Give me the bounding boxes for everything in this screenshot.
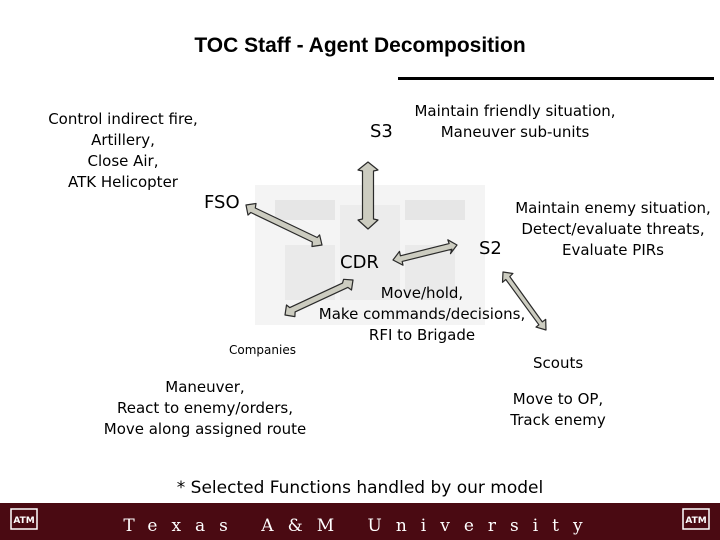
scouts-functions: Move to OP, Track enemy bbox=[510, 390, 606, 429]
s3-functions: Maintain friendly situation, Maneuver su… bbox=[414, 102, 616, 141]
arrow-cdr-s2 bbox=[392, 239, 458, 266]
arrow-cdr-fso bbox=[245, 202, 323, 248]
arrow-cdr-companies bbox=[284, 278, 354, 318]
fso-functions: Control indirect fire, Artillery, Close … bbox=[48, 110, 198, 191]
footnote: * Selected Functions handled by our mode… bbox=[176, 478, 544, 498]
companies-functions: Maneuver, React to enemy/orders, Move al… bbox=[103, 378, 307, 438]
atm-logo-left-text: ATM bbox=[13, 516, 34, 526]
atm-logo-right-icon: ATM bbox=[682, 508, 710, 530]
cdr-functions: Move/hold, Make commands/decisions, RFI … bbox=[318, 284, 526, 344]
node-scouts: Scouts bbox=[533, 354, 584, 372]
atm-logo-left-icon: ATM bbox=[10, 508, 38, 530]
university-name: Texas A&M University bbox=[123, 516, 597, 536]
arrow-cdr-s3 bbox=[357, 161, 379, 230]
page-title: TOC Staff - Agent Decomposition bbox=[194, 34, 526, 57]
arrow-s2-scouts bbox=[501, 271, 547, 331]
node-s2: S2 bbox=[479, 238, 502, 259]
s2-functions: Maintain enemy situation, Detect/evaluat… bbox=[515, 199, 711, 259]
footer-bar bbox=[0, 503, 720, 540]
node-companies: Companies bbox=[229, 343, 296, 357]
title-rule bbox=[398, 77, 714, 80]
node-fso: FSO bbox=[204, 192, 240, 213]
atm-logo-right-text: ATM bbox=[685, 516, 706, 526]
node-cdr: CDR bbox=[340, 252, 379, 273]
node-s3: S3 bbox=[370, 121, 393, 142]
